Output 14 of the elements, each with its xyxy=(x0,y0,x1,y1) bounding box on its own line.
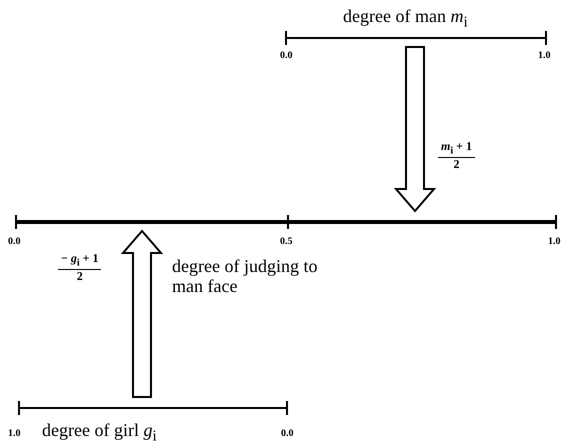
tick-label: 0.0 xyxy=(281,428,294,439)
tick-label: 0.0 xyxy=(280,50,292,61)
hollow-arrow xyxy=(394,46,436,213)
tick-label: 1.0 xyxy=(538,50,550,61)
tick-label: 1.0 xyxy=(548,236,560,247)
axis-caption: degree of judging to man face xyxy=(172,256,318,296)
tick-label: 1.0 xyxy=(8,428,20,439)
scale-title: degree of man m$_{i}$ xyxy=(343,6,468,32)
tick-label: 0.0 xyxy=(8,236,20,247)
tick-label: 0.5 xyxy=(280,236,292,247)
scale-title: degree of girl g$_{i}$ xyxy=(42,420,157,446)
hollow-arrow xyxy=(120,229,164,398)
edge-label: − g$_{i}$ + 1 2 xyxy=(58,252,102,284)
edge-label: m$_{i}$ + 1 2 xyxy=(438,140,475,172)
